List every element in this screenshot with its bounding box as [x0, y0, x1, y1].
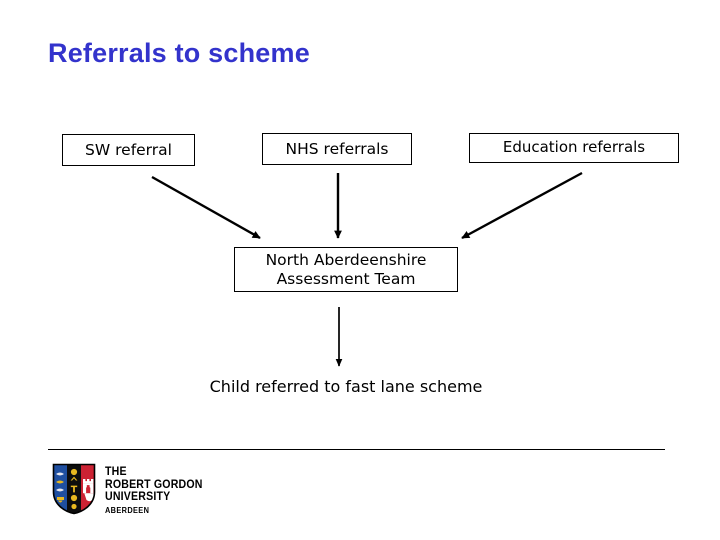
flow-node-nhs-referrals: NHS referrals	[262, 133, 412, 165]
page-title: Referrals to scheme	[48, 38, 310, 68]
connector-sw-to-assessment	[151, 175, 261, 240]
logo-wordmark-line-2: ROBERT GORDON	[105, 478, 203, 491]
robert-gordon-university-logo: THE ROBERT GORDON UNIVERSITY ABERDEEN	[52, 463, 211, 517]
flow-node-outcome-label: Child referred to fast lane scheme	[209, 377, 483, 396]
logo-wordmark: THE ROBERT GORDON UNIVERSITY ABERDEEN	[105, 463, 211, 517]
logo-subtitle: ABERDEEN	[105, 505, 150, 515]
logo-wordmark-line-3: UNIVERSITY	[105, 491, 171, 503]
flow-node-outcome: Child referred to fast lane scheme	[0, 377, 720, 396]
assessment-team-line-1: North Aberdeenshire	[265, 251, 427, 270]
assessment-team-line-2: Assessment Team	[276, 269, 416, 288]
flow-node-sw-referral: SW referral	[62, 134, 195, 166]
shield-icon	[52, 463, 96, 515]
footer-divider	[48, 449, 665, 450]
logo-wordmark-line-1: THE	[105, 466, 127, 478]
connector-education-to-assessment	[461, 171, 583, 240]
flow-node-assessment-team: North Aberdeenshire Assessment Team	[234, 247, 458, 292]
flow-node-education-referrals: Education referrals	[469, 133, 679, 163]
